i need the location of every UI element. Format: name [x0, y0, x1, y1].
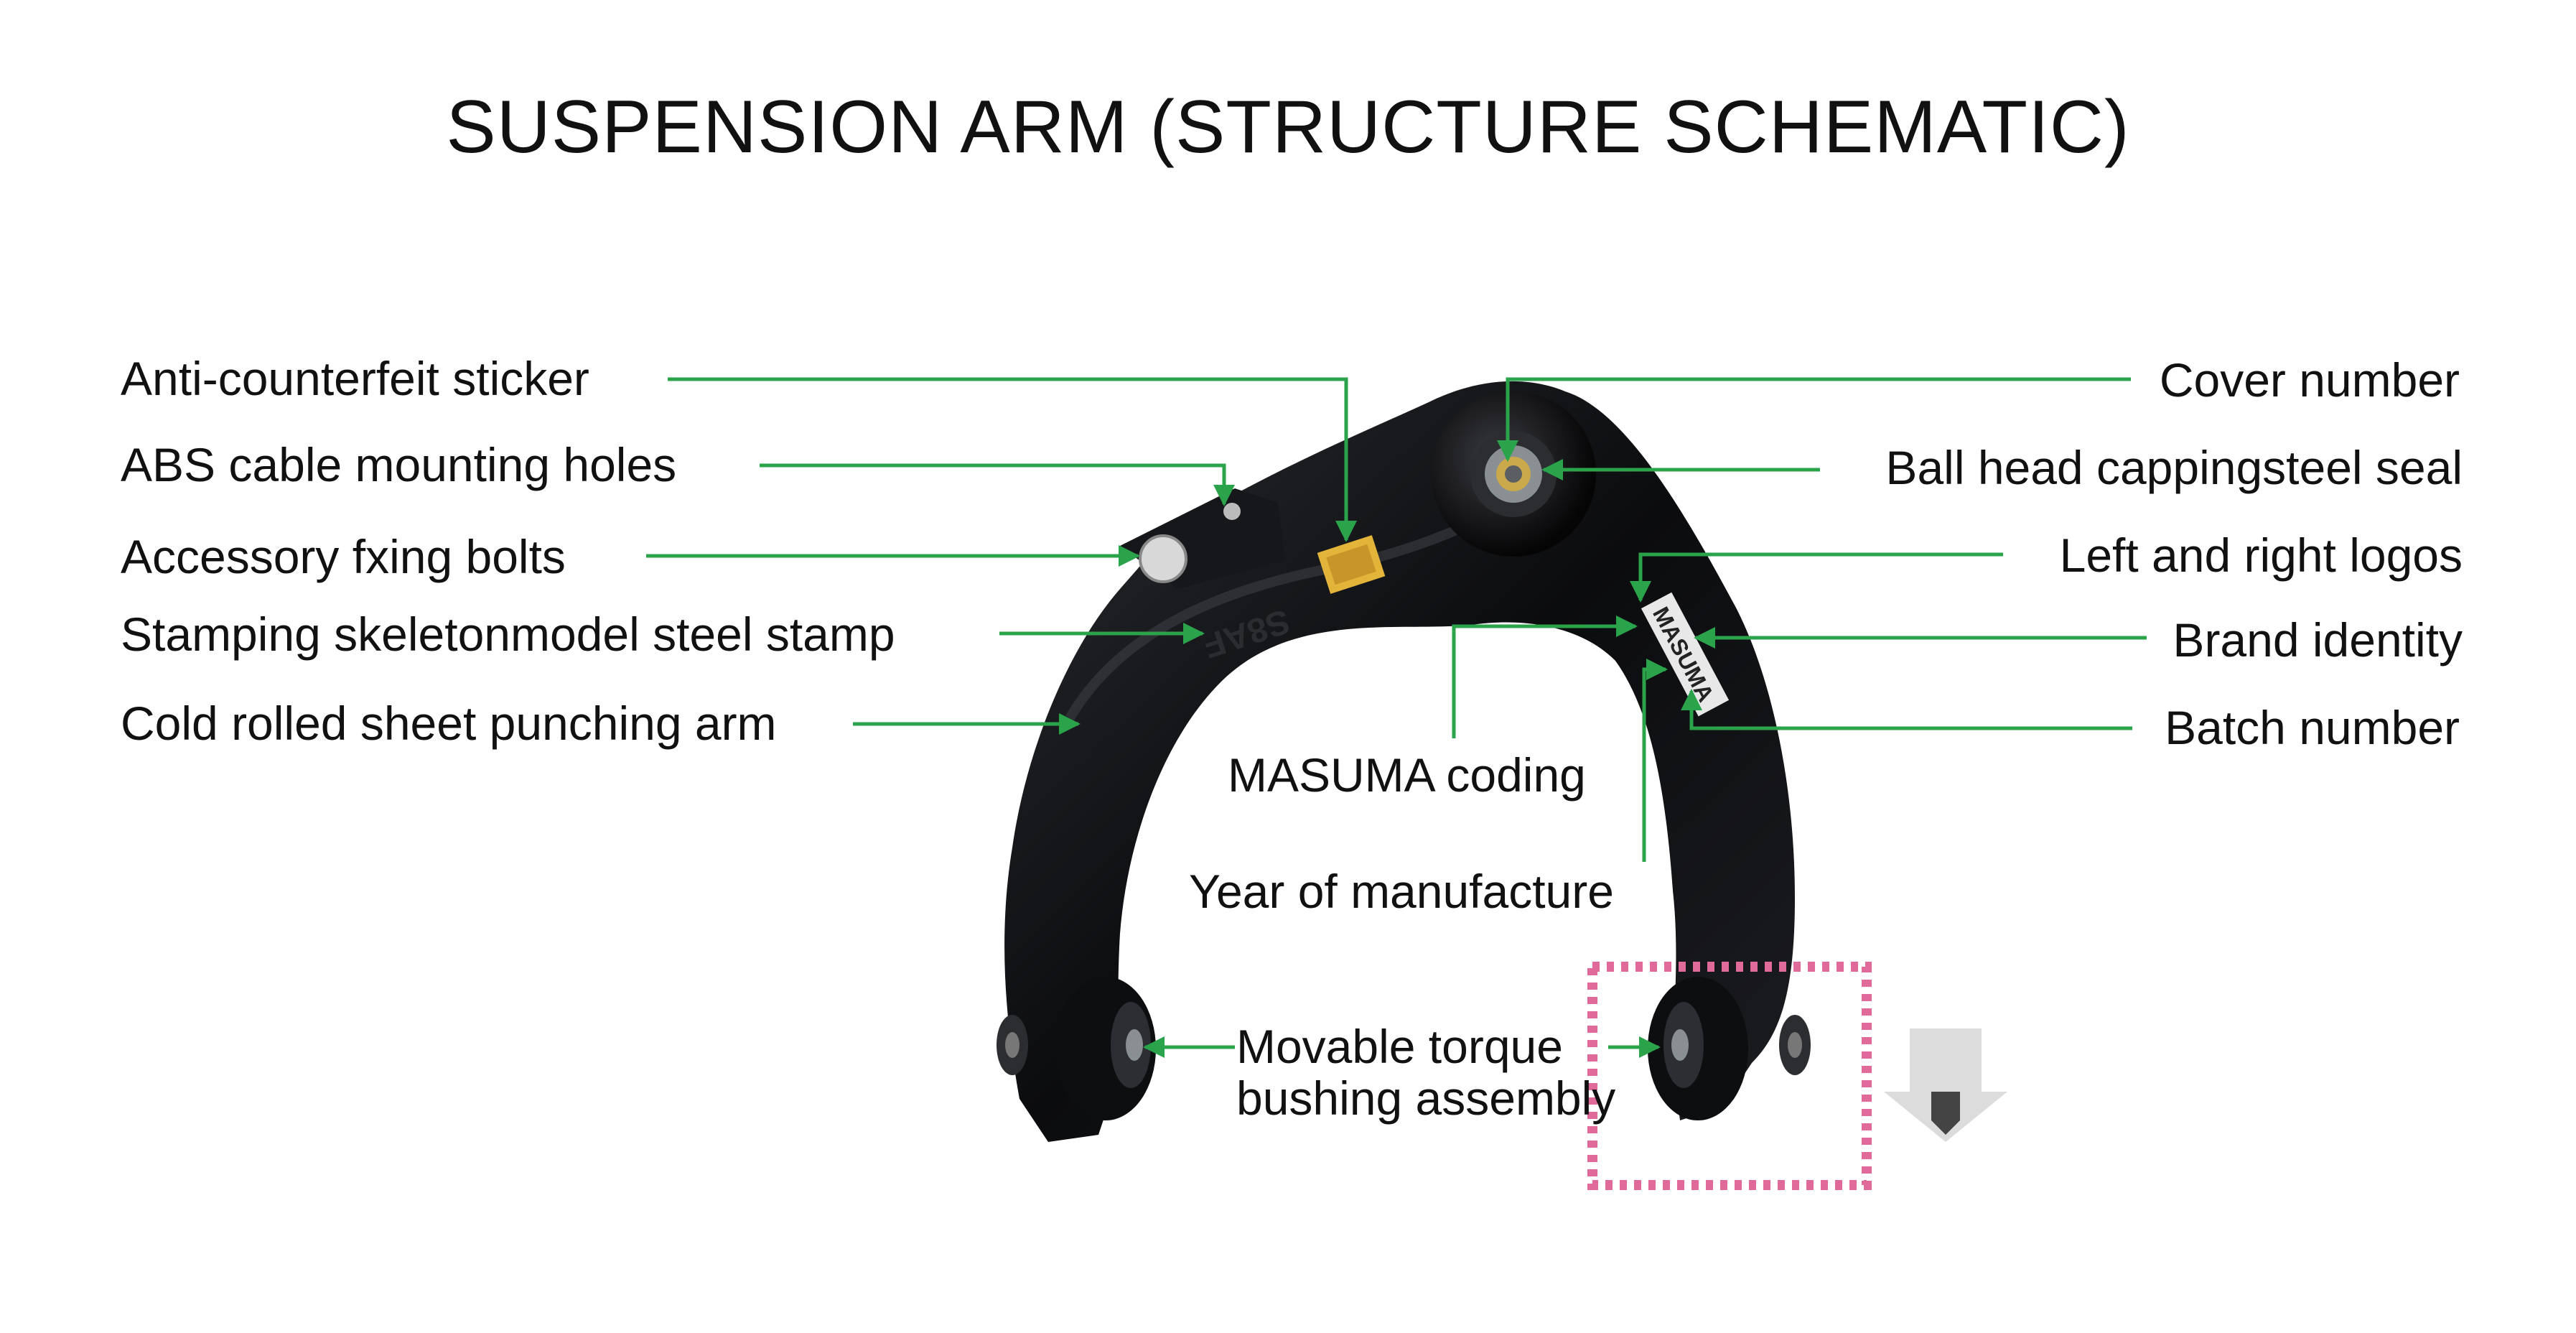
label-accessory-fixing-bolts: Accessory fxing bolts [121, 530, 566, 583]
dotted-arrow-icon [1884, 1028, 2007, 1142]
label-ball-head-seal: Ball head cappingsteel seal [1885, 441, 2463, 494]
label-bushing-line-1: Movable torque [1236, 1020, 1563, 1073]
label-bushing-line-2: bushing assembly [1236, 1072, 1616, 1125]
label-abs-cable-mounting-holes: ABS cable mounting holes [121, 438, 677, 491]
abs-hole [1223, 503, 1241, 520]
label-cold-rolled-arm: Cold rolled sheet punching arm [121, 697, 777, 750]
label-masuma-coding: MASUMA coding [1228, 748, 1586, 802]
label-batch-number: Batch number [2165, 701, 2460, 754]
right-bushing [1648, 977, 1811, 1120]
label-cover-number: Cover number [2159, 353, 2460, 407]
label-stamping-steel-stamp: Stamping skeletonmodel steel stamp [121, 608, 895, 661]
label-left-right-logos: Left and right logos [2059, 529, 2463, 582]
label-brand-identity: Brand identity [2173, 613, 2463, 666]
anti-counterfeit-sticker-mark [1317, 535, 1386, 594]
left-bushing [997, 977, 1156, 1120]
accessory-bolt [1139, 534, 1187, 583]
leader-lines-right [1143, 377, 2147, 1058]
label-anti-counterfeit-sticker: Anti-counterfeit sticker [121, 352, 589, 405]
page-title: SUSPENSION ARM (STRUCTURE SCHEMATIC) [446, 85, 2130, 169]
ball-joint [1431, 391, 1596, 557]
label-year-of-manufacture: Year of manufacture [1189, 865, 1614, 918]
highlight-box [1587, 962, 1872, 1190]
leader-lines-left [646, 377, 1357, 735]
